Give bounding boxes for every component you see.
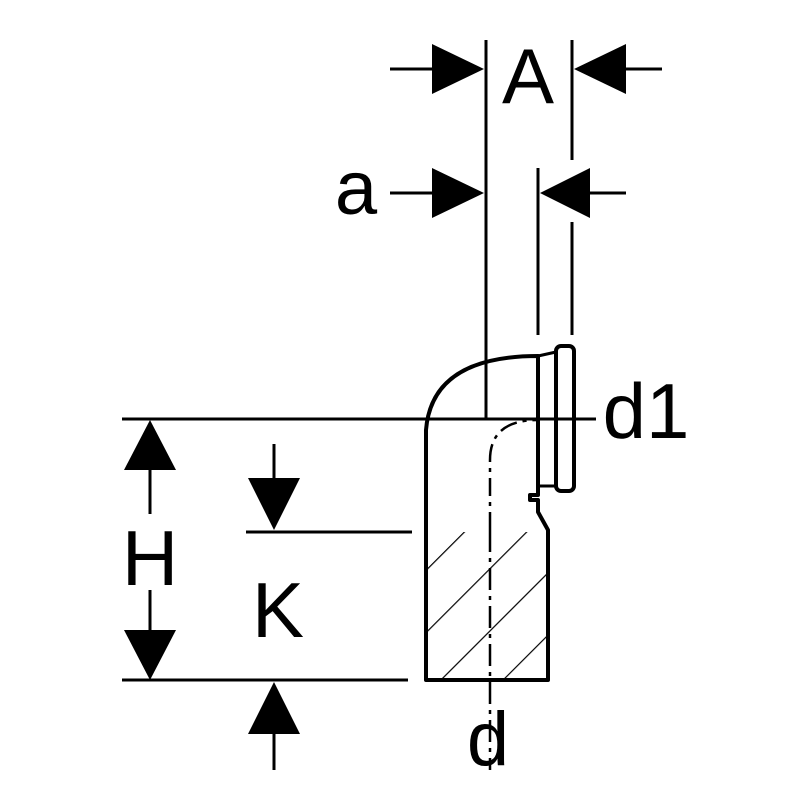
arrow-head-a-left <box>540 168 590 218</box>
dimension-a <box>390 168 626 335</box>
label-A: A <box>502 32 554 120</box>
pipe-bend-outline <box>424 354 550 682</box>
dimension-A <box>390 40 662 420</box>
arrow-head-K-down <box>248 478 300 530</box>
label-H: H <box>122 514 178 602</box>
dimension-H <box>122 420 408 682</box>
label-a: a <box>335 146 378 231</box>
hatched-section <box>426 532 548 680</box>
arrow-head-a-right <box>432 168 484 218</box>
arrow-head-H-up <box>124 420 176 470</box>
arrow-head-right <box>432 44 484 94</box>
socket-inner-line <box>537 350 557 358</box>
label-d1: d1 <box>603 367 690 455</box>
label-d: d <box>467 697 509 782</box>
dimension-K <box>246 444 412 770</box>
label-K: K <box>252 566 304 654</box>
arrow-head-left <box>574 44 626 94</box>
bend-center-line <box>488 418 539 530</box>
arrow-head-H-down <box>124 630 176 680</box>
pipe-bend <box>424 344 576 770</box>
arrow-head-K-up <box>248 682 300 734</box>
